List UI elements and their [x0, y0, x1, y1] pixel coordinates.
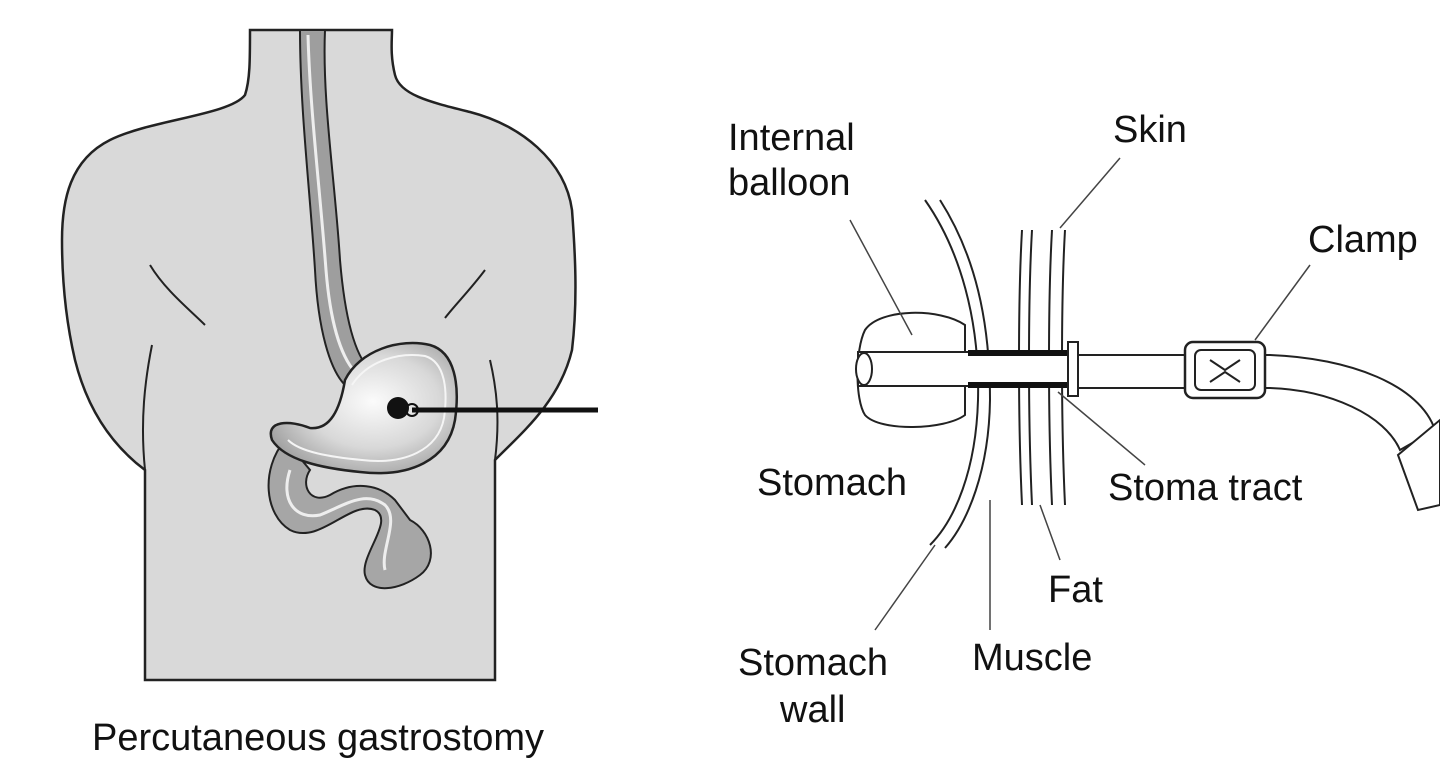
clamp-inner [1194, 349, 1256, 391]
leader-skin [1059, 157, 1121, 229]
label-skin: Skin [1113, 109, 1187, 151]
right-chest-line [444, 269, 486, 319]
stomach-wall-outer [924, 199, 980, 546]
label-stomach: Stomach [757, 462, 907, 504]
tube-end-connector [1396, 418, 1440, 512]
feeding-tube [857, 351, 1074, 387]
leader-stomach-wall [874, 544, 936, 631]
torso-figure [60, 28, 577, 682]
right-arm-line [489, 359, 499, 461]
label-fat: Fat [1048, 569, 1103, 611]
label-stomach-wall-1: Stomach [738, 642, 888, 684]
clamp-pinch [1209, 359, 1241, 383]
left-arm-line [142, 344, 153, 471]
label-internal-balloon-2: balloon [728, 162, 851, 204]
external-bumper [1067, 341, 1079, 397]
label-internal-balloon-1: Internal [728, 117, 855, 159]
torso-outline [60, 28, 577, 682]
intestine [267, 438, 432, 590]
leader-internal-balloon [849, 219, 913, 336]
label-clamp: Clamp [1308, 219, 1418, 261]
left-chest-line [149, 264, 206, 326]
peg-tube [387, 397, 598, 419]
leader-clamp [1254, 264, 1311, 341]
intestine-inner [285, 469, 393, 571]
label-muscle: Muscle [972, 637, 1092, 679]
stomach-inner-rim [287, 354, 447, 462]
label-stomach-wall-2: wall [779, 689, 845, 731]
stomach [269, 341, 458, 475]
tube-entry-point [387, 397, 409, 419]
tube-tip [855, 352, 873, 386]
leader-stoma-tract [1057, 391, 1146, 466]
tract-band-top [968, 350, 1068, 356]
leader-fat [1039, 504, 1061, 561]
esophagus-inner [306, 34, 357, 373]
stomach-wall-inner [939, 199, 992, 549]
gi-tract [267, 29, 458, 590]
caption: Percutaneous gastrostomy [92, 717, 544, 759]
cross-section: Internal balloon Skin Clamp Stomach Stom… [728, 109, 1440, 731]
label-stoma-tract: Stoma tract [1108, 467, 1303, 509]
tract-band-bottom [968, 382, 1068, 388]
